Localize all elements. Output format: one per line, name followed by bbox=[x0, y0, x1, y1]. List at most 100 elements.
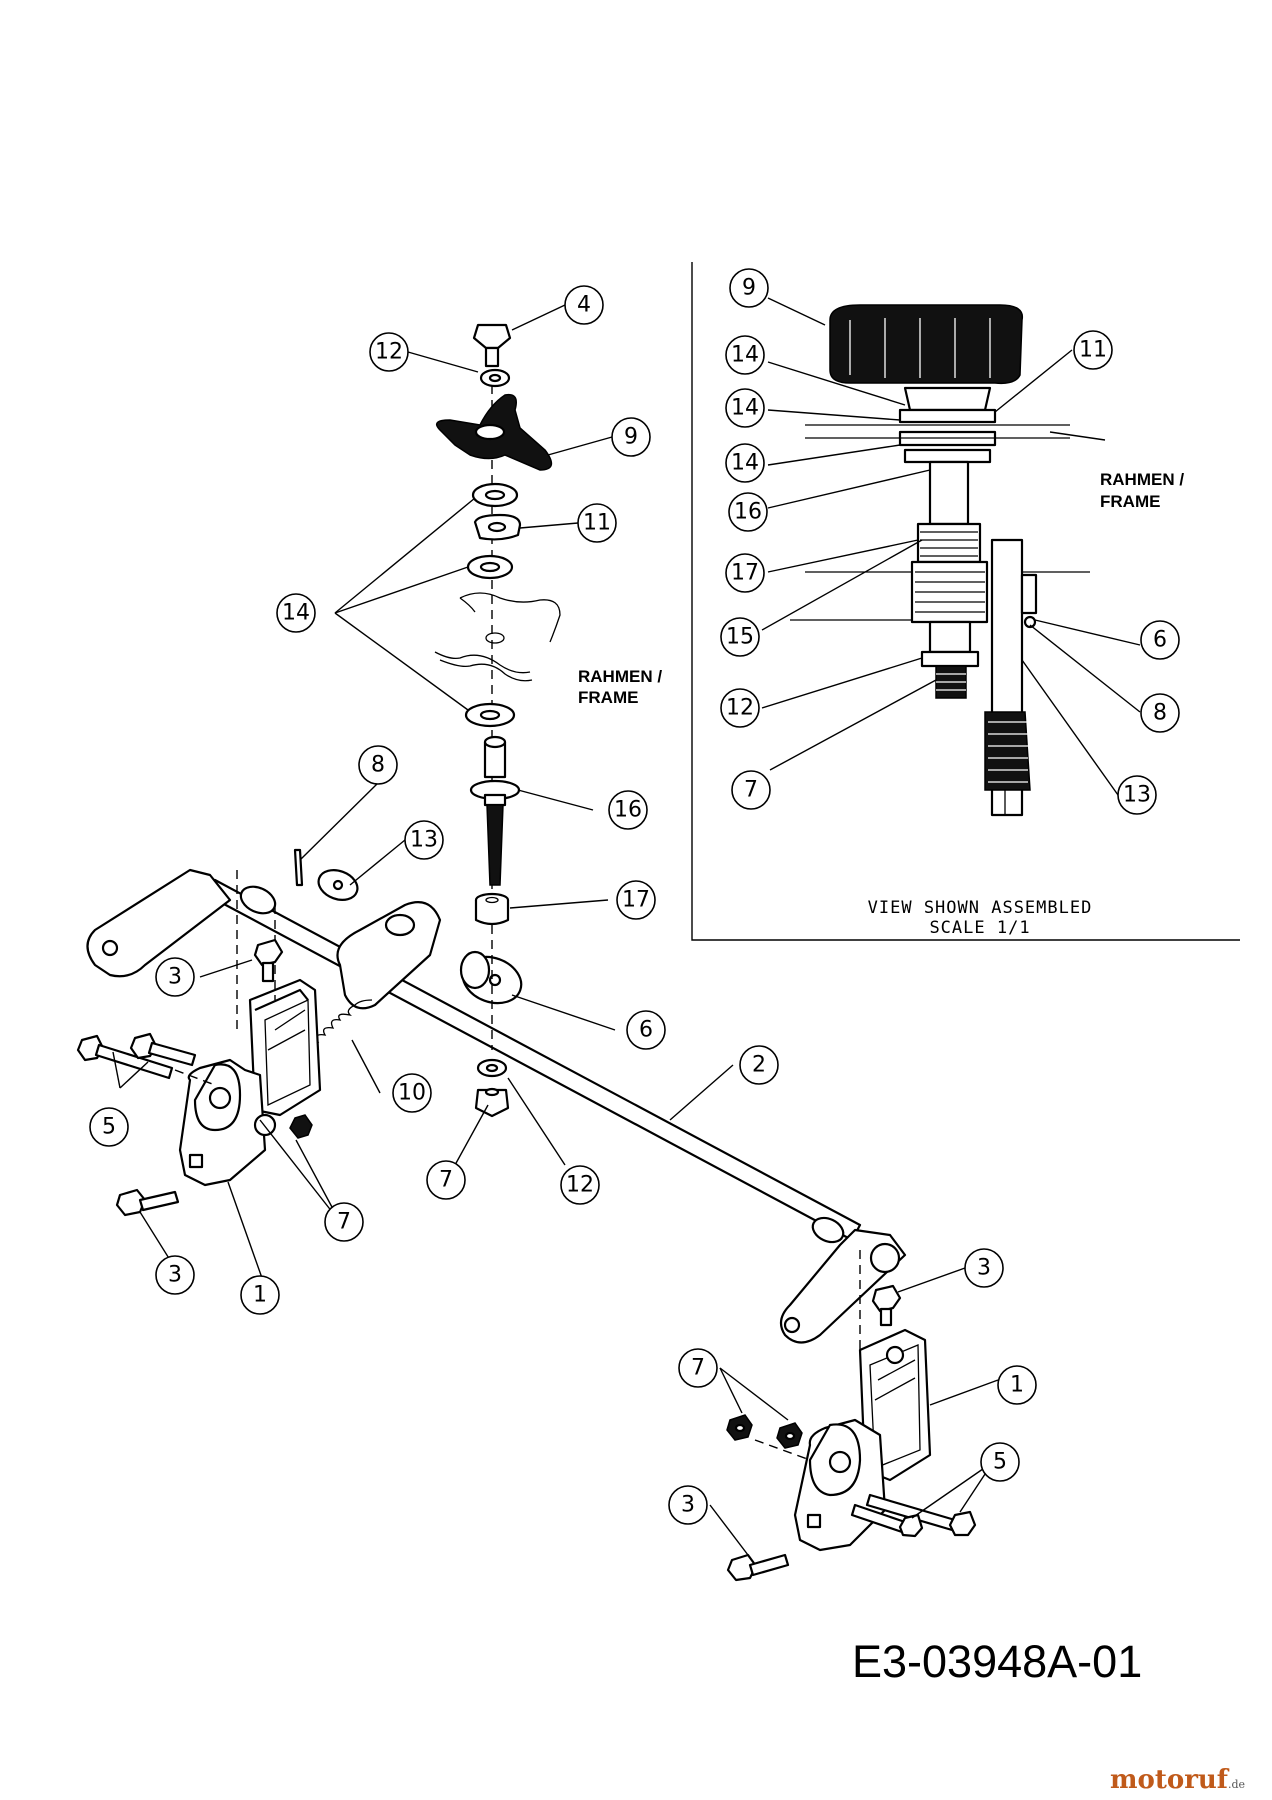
inset-callout-17: 17 bbox=[725, 553, 765, 593]
svg-text:3: 3 bbox=[681, 1493, 695, 1518]
callout-1-right: 1 bbox=[997, 1365, 1037, 1405]
svg-text:5: 5 bbox=[102, 1115, 116, 1140]
leader-lines-inset bbox=[761, 297, 1141, 796]
callout-9: 9 bbox=[611, 417, 651, 457]
svg-text:16: 16 bbox=[734, 500, 762, 525]
shaft-16 bbox=[469, 735, 521, 886]
callout-7-right: 7 bbox=[678, 1348, 718, 1388]
bolt-3-left-top bbox=[253, 938, 284, 983]
svg-text:11: 11 bbox=[583, 511, 611, 536]
svg-text:7: 7 bbox=[691, 1356, 705, 1381]
svg-text:13: 13 bbox=[1123, 783, 1151, 808]
bolts-5-left bbox=[76, 1032, 197, 1080]
svg-text:1: 1 bbox=[1010, 1373, 1024, 1398]
bolt-3-right-bottom bbox=[726, 1553, 790, 1582]
callout-14: 14 bbox=[276, 593, 316, 633]
svg-text:3: 3 bbox=[168, 1263, 182, 1288]
inset-caption-line2: SCALE 1/1 bbox=[929, 918, 1030, 938]
washer-14c bbox=[464, 702, 516, 728]
svg-text:17: 17 bbox=[731, 561, 759, 586]
inset-callout-13: 13 bbox=[1117, 775, 1157, 815]
inset-callout-11: 11 bbox=[1073, 330, 1113, 370]
svg-text:14: 14 bbox=[731, 343, 759, 368]
callout-16: 16 bbox=[608, 790, 648, 830]
svg-text:7: 7 bbox=[337, 1210, 351, 1235]
svg-text:6: 6 bbox=[1153, 628, 1167, 653]
callout-12-lower: 12 bbox=[560, 1165, 600, 1205]
svg-text:14: 14 bbox=[731, 396, 759, 421]
callout-12-top: 12 bbox=[369, 332, 409, 372]
svg-text:15: 15 bbox=[726, 625, 754, 650]
inset-callout-12: 12 bbox=[720, 688, 760, 728]
svg-text:8: 8 bbox=[371, 753, 385, 778]
left-bracket-1 bbox=[178, 978, 322, 1187]
svg-text:3: 3 bbox=[977, 1256, 991, 1281]
nut-11 bbox=[473, 513, 522, 541]
bolts-5-right bbox=[850, 1493, 977, 1538]
bushing-17 bbox=[474, 892, 510, 926]
callout-5-left: 5 bbox=[89, 1107, 129, 1147]
washer-14a bbox=[471, 482, 519, 508]
inset-assembly bbox=[790, 304, 1090, 817]
pin-8 bbox=[293, 848, 304, 887]
inset-callout-16: 16 bbox=[728, 492, 768, 532]
svg-text:14: 14 bbox=[282, 601, 310, 626]
svg-text:2: 2 bbox=[752, 1053, 766, 1078]
washer-14b bbox=[466, 554, 514, 580]
watermark-brand: motoruf bbox=[1110, 1765, 1228, 1795]
callout-13: 13 bbox=[404, 820, 444, 860]
callout-1-left: 1 bbox=[240, 1275, 280, 1315]
frame-label-line1: RAHMEN / bbox=[578, 667, 662, 686]
inset-callout-6: 6 bbox=[1140, 620, 1180, 660]
svg-text:6: 6 bbox=[639, 1018, 653, 1043]
callout-3-upper-right: 3 bbox=[964, 1248, 1004, 1288]
callout-5-right: 5 bbox=[980, 1442, 1020, 1482]
callout-3-lower-right: 3 bbox=[668, 1485, 708, 1525]
svg-text:12: 12 bbox=[566, 1173, 594, 1198]
nut-7-lower bbox=[474, 1087, 510, 1118]
svg-text:1: 1 bbox=[253, 1283, 267, 1308]
svg-text:17: 17 bbox=[622, 888, 650, 913]
washer-13 bbox=[317, 869, 359, 901]
knob-9 bbox=[435, 393, 553, 471]
nuts-7-right bbox=[726, 1414, 803, 1449]
svg-text:12: 12 bbox=[726, 696, 754, 721]
svg-text:16: 16 bbox=[614, 798, 642, 823]
inset-callout-14-low: 14 bbox=[725, 443, 765, 483]
svg-text:7: 7 bbox=[744, 778, 758, 803]
callout-3-lower-left: 3 bbox=[155, 1255, 195, 1295]
svg-text:3: 3 bbox=[168, 965, 182, 990]
frame-section bbox=[434, 592, 561, 682]
svg-text:8: 8 bbox=[1153, 701, 1167, 726]
watermark-tld: .de bbox=[1228, 1778, 1246, 1791]
watermark-logo: motoruf.de bbox=[1110, 1765, 1245, 1795]
inset-frame-label-line2: FRAME bbox=[1100, 492, 1160, 511]
callout-7-center: 7 bbox=[426, 1160, 466, 1200]
svg-text:4: 4 bbox=[577, 293, 591, 318]
callout-8: 8 bbox=[358, 745, 398, 785]
svg-text:11: 11 bbox=[1079, 338, 1107, 363]
inset-callout-14-top: 14 bbox=[725, 335, 765, 375]
inset-callout-15: 15 bbox=[720, 617, 760, 657]
inset-callout-14-mid: 14 bbox=[725, 388, 765, 428]
washer-12-top bbox=[479, 368, 511, 388]
callout-17: 17 bbox=[616, 880, 656, 920]
leader-lines-main bbox=[112, 304, 999, 1556]
callout-11: 11 bbox=[577, 503, 617, 543]
svg-text:5: 5 bbox=[993, 1450, 1007, 1475]
svg-text:14: 14 bbox=[731, 451, 759, 476]
svg-text:9: 9 bbox=[624, 425, 638, 450]
height-lever bbox=[336, 901, 442, 1010]
inset-caption-line1: VIEW SHOWN ASSEMBLED bbox=[868, 898, 1093, 918]
callout-2: 2 bbox=[739, 1045, 779, 1085]
frame-label-line2: FRAME bbox=[578, 688, 638, 707]
inset-border bbox=[691, 262, 1240, 941]
bolt-3-left-bottom bbox=[115, 1188, 180, 1217]
inset-callout-9: 9 bbox=[729, 268, 769, 308]
inset-frame-label-line1: RAHMEN / bbox=[1100, 470, 1184, 489]
svg-text:13: 13 bbox=[410, 828, 438, 853]
svg-text:10: 10 bbox=[398, 1081, 426, 1106]
svg-text:12: 12 bbox=[375, 340, 403, 365]
